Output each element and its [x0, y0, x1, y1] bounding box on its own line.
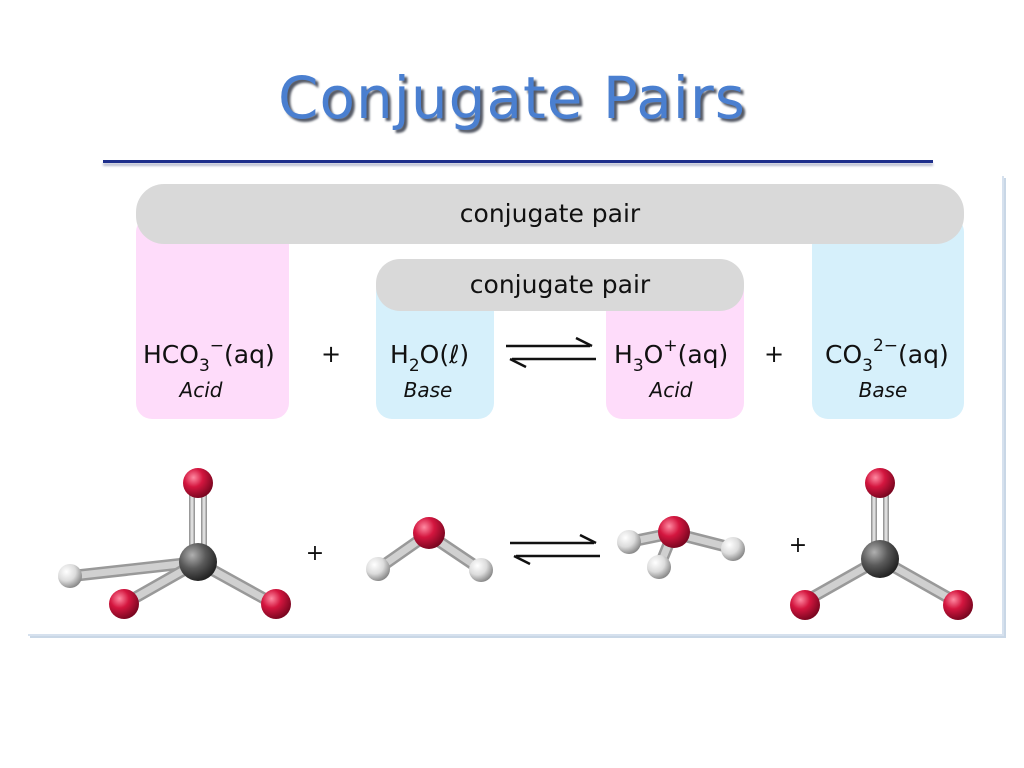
water-molecule-model — [366, 517, 493, 582]
hydrogen-atom — [58, 564, 82, 588]
species-h2o: H2O(ℓ) — [390, 340, 469, 376]
hydrogen-atom — [366, 557, 390, 581]
oxygen-atom — [183, 468, 213, 498]
role-label-base-2: Base — [859, 378, 908, 402]
conjugate-pairs-figure: conjugate pair conjugate pair HCO3−(aq) … — [28, 176, 1004, 636]
plus-sign-model-2: + — [789, 533, 807, 558]
carbon-atom — [179, 543, 217, 581]
hydrogen-atom — [647, 555, 671, 579]
carbon-atom — [861, 540, 899, 578]
oxygen-atom — [413, 517, 445, 549]
role-label-base-1: Base — [404, 378, 453, 402]
outer-conjugate-pair-label: conjugate pair — [460, 199, 641, 228]
carbonate-molecule-model — [790, 468, 973, 620]
hydronium-molecule-model — [617, 516, 745, 579]
species-h3o: H3O+(aq) — [614, 336, 728, 376]
oxygen-atom — [865, 468, 895, 498]
oxygen-atom — [790, 590, 820, 620]
plus-sign-model-1: + — [306, 541, 324, 566]
plus-sign-2: + — [764, 340, 784, 368]
hydrogen-atom — [469, 558, 493, 582]
plus-sign-1: + — [321, 340, 341, 368]
slide-title: Conjugate Pairs — [278, 64, 746, 132]
title-underline — [103, 160, 933, 163]
equilibrium-arrows — [506, 336, 596, 369]
base-band-1 — [376, 276, 494, 419]
species-hco3: HCO3−(aq) — [143, 336, 275, 376]
inner-conjugate-pair-bar — [376, 259, 744, 311]
oxygen-atom — [261, 589, 291, 619]
hydrogen-atom — [617, 530, 641, 554]
base-band-2 — [812, 216, 964, 419]
outer-conjugate-pair-bar — [136, 184, 964, 244]
role-label-acid-1: Acid — [178, 378, 223, 402]
species-co3: CO32−(aq) — [825, 336, 949, 376]
bicarbonate-molecule-model — [58, 468, 291, 619]
acid-band-1 — [136, 216, 289, 419]
oxygen-atom — [658, 516, 690, 548]
oxygen-atom — [109, 589, 139, 619]
oxygen-atom — [943, 590, 973, 620]
hydrogen-atom — [721, 537, 745, 561]
model-equilibrium-arrows — [510, 533, 600, 566]
inner-conjugate-pair-label: conjugate pair — [470, 270, 651, 299]
role-label-acid-2: Acid — [648, 378, 693, 402]
equation-diagram: conjugate pair conjugate pair HCO3−(aq) … — [58, 184, 973, 620]
acid-band-2 — [606, 276, 744, 419]
